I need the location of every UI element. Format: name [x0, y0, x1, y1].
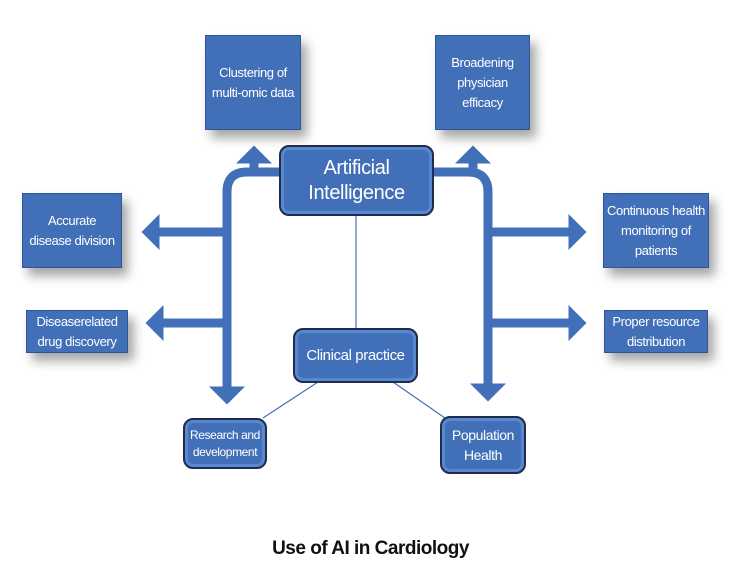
line-clinical-research	[262, 381, 319, 419]
node-label: Population Health	[451, 427, 515, 463]
diagram-title: Use of AI in Cardiology	[272, 538, 469, 559]
node-artificial-intelligence: Artificial Intelligence	[279, 145, 434, 216]
node-label: Proper resource distribution	[612, 313, 700, 349]
node-clustering: Clustering of multi-omic data	[205, 35, 301, 130]
node-research-development: Research and development	[183, 418, 267, 469]
line-clinical-population	[392, 381, 446, 419]
left-trunk-arrow	[209, 167, 282, 405]
node-broadening: Broadening physician efficacy	[435, 35, 530, 130]
node-drug-discovery: Diseaserelated drug discovery	[26, 310, 128, 353]
node-label: Continuous health monitoring of patients	[607, 202, 705, 258]
node-accurate-disease-division: Accurate disease division	[22, 193, 122, 268]
node-label: Artificial Intelligence	[308, 156, 405, 204]
node-label: Broadening physician efficacy	[451, 54, 514, 110]
node-label: Clinical practice	[306, 346, 405, 364]
node-label: Clustering of multi-omic data	[211, 64, 295, 100]
node-label: Accurate disease division	[29, 212, 115, 248]
node-label: Research and development	[190, 427, 260, 459]
node-label: Diseaserelated drug discovery	[36, 313, 118, 349]
node-clinical-practice: Clinical practice	[293, 328, 418, 383]
right-trunk-arrow	[431, 167, 506, 402]
node-continuous-monitoring: Continuous health monitoring of patients	[603, 193, 709, 268]
node-resource-distribution: Proper resource distribution	[604, 310, 708, 353]
node-population-health: Population Health	[440, 416, 526, 474]
